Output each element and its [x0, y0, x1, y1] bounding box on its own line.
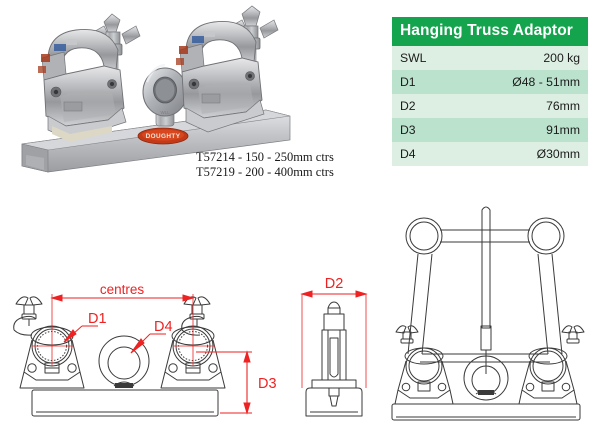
dimension-label-d2: D2 [325, 276, 344, 292]
truss-tube-right [527, 217, 565, 255]
spec-table-title: Hanging Truss Adaptor [392, 17, 588, 46]
spec-value: 91mm [546, 123, 580, 137]
spec-value: Ø48 - 51mm [512, 75, 580, 89]
spec-value: Ø30mm [536, 147, 580, 161]
brand-label: DOUGHTY [137, 127, 189, 145]
product-code-line-1: T57214 - 150 - 250mm ctrs [196, 150, 334, 164]
table-row: D2 76mm [392, 94, 588, 118]
clamp-outline-left [13, 296, 85, 389]
spec-key: SWL [400, 51, 427, 65]
dimension-label-d3: D3 [258, 376, 277, 392]
table-row: SWL 200 kg [392, 46, 588, 70]
spec-table-grid: SWL 200 kg D1 Ø48 - 51mm D2 76mm D3 91mm… [392, 46, 588, 166]
spec-key: D4 [400, 147, 416, 161]
truss-tube-left [405, 217, 443, 255]
product-photo: DOUGHTY WLL [8, 4, 298, 184]
front-elevation-svg: centres D1 D4 D3 [13, 282, 277, 417]
product-code-line-2: T57219 - 200 - 400mm ctrs [196, 165, 334, 179]
base-bar-outline [391, 403, 581, 421]
dimension-annotations [300, 290, 368, 388]
eye-bolt-outline [98, 335, 150, 391]
truss-assembly-drawing [382, 198, 598, 422]
centre-eye-bolt: WLL [142, 63, 188, 127]
front-elevation-drawing: centres D1 D4 D3 [2, 268, 290, 422]
truss-clamp-right [176, 5, 279, 133]
spec-value: 200 kg [543, 51, 580, 65]
dimension-label-d4: D4 [154, 319, 173, 335]
dimension-label-d1: D1 [88, 311, 107, 327]
side-elevation-drawing: D2 [282, 268, 390, 422]
spec-value: 76mm [546, 99, 580, 113]
table-row: D1 Ø48 - 51mm [392, 70, 588, 94]
clamp-outline-left [394, 325, 454, 405]
truss-clamp-left [38, 13, 141, 142]
clamp-outline-right [518, 325, 585, 405]
table-row: D3 91mm [392, 118, 588, 142]
side-elevation-svg: D2 [300, 276, 368, 417]
spec-key: D1 [400, 75, 416, 89]
spec-key: D2 [400, 99, 416, 113]
product-codes: T57214 - 150 - 250mm ctrs T57219 - 200 -… [196, 150, 386, 180]
truss-assembly-svg [391, 206, 585, 421]
table-row: D4 Ø30mm [392, 142, 588, 166]
svg-text:WLL: WLL [160, 110, 170, 115]
brand-label-text: DOUGHTY [146, 133, 181, 140]
spec-key: D3 [400, 123, 416, 137]
product-photo-image: DOUGHTY WLL [21, 5, 291, 173]
dimension-annotations [32, 294, 252, 415]
spec-table: Hanging Truss Adaptor SWL 200 kg D1 Ø48 … [392, 17, 588, 166]
dimension-label-centres: centres [100, 282, 145, 297]
